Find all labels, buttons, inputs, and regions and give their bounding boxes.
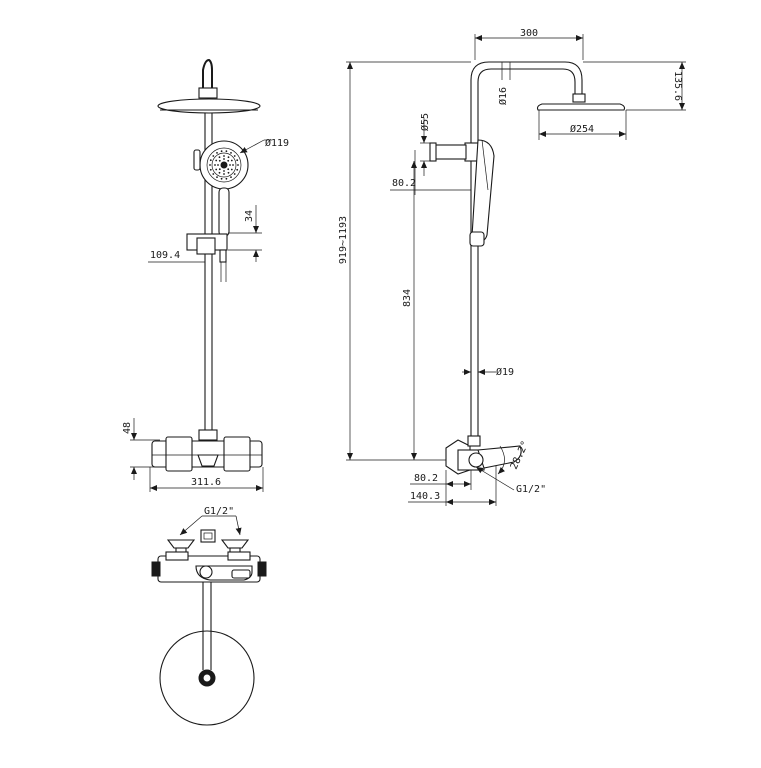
label-valve-width: 311.6 <box>191 477 221 488</box>
label-holder-height: 34 <box>244 210 255 222</box>
nozzle-dot <box>215 168 218 171</box>
top-view: G1/2" <box>151 506 267 726</box>
nozzle-dot <box>229 164 231 166</box>
nozzle-dot <box>225 177 228 180</box>
dim-valve-width: 311.6 <box>149 467 264 492</box>
hand-shower-head <box>193 140 249 237</box>
dim-head-height: 135.6 <box>583 61 686 111</box>
dim-holder-height: 34 <box>228 205 262 262</box>
nozzle-dot <box>225 150 228 153</box>
nozzle-dot <box>223 170 225 172</box>
nozzle-dot <box>237 164 239 166</box>
label-pipe-top-dia: Ø16 <box>497 87 509 105</box>
nozzle-dot <box>209 159 212 162</box>
side-view: 300 135.6 Ø16 Ø254 Ø55 <box>338 28 686 506</box>
nozzle-dot <box>209 168 212 171</box>
label-arm-length: 300 <box>520 28 538 39</box>
nozzle-dot <box>232 164 234 166</box>
nozzle-dot <box>227 156 230 159</box>
dim-total-height: 919~1193 <box>338 61 471 461</box>
nozzle-dot <box>218 156 221 159</box>
dim-hand-shower-dia: Ø119 <box>239 137 289 154</box>
nozzle-dot <box>220 177 223 180</box>
nozzle-dot <box>236 159 239 162</box>
label-head-dia: Ø254 <box>570 123 594 135</box>
dim-pipe-dia: Ø19 <box>462 366 514 378</box>
nozzle-dot <box>227 168 230 171</box>
dim-side-inlet: G1/2" <box>475 466 546 495</box>
label-knob-dia: Ø55 <box>419 113 431 131</box>
nozzle-dot <box>223 173 225 175</box>
label-front-holder-offset: 109.4 <box>150 250 180 261</box>
nozzle-dot <box>233 155 236 157</box>
nozzle-dot <box>223 155 225 157</box>
dim-knob-dia: Ø55 <box>419 113 436 176</box>
dim-head-dia: Ø254 <box>538 110 627 140</box>
nozzle-dot <box>214 164 216 166</box>
label-hand-shower-dia: Ø119 <box>265 137 289 149</box>
dim-top-inlet: G1/2" <box>179 506 242 536</box>
nozzle-dot <box>227 159 230 162</box>
dim-spout-reach: 140.3 <box>408 466 497 506</box>
nozzle-dot <box>230 152 232 154</box>
label-top-inlet: G1/2" <box>204 506 234 517</box>
side-valve <box>445 435 522 475</box>
nozzle-dot <box>212 173 215 175</box>
side-hand-shower <box>429 139 495 247</box>
nozzle-dot <box>209 164 211 166</box>
dim-pipe-top-dia: Ø16 <box>497 62 511 105</box>
nozzle-dot <box>227 171 230 174</box>
dim-valve-height: 48 <box>122 418 160 480</box>
label-rail-height: 834 <box>402 289 413 307</box>
nozzle-dot <box>215 159 218 162</box>
front-valve <box>151 429 263 472</box>
label-side-holder-offset: 80.2 <box>392 178 416 189</box>
nozzle-dot <box>216 176 218 179</box>
label-spout-reach: 140.3 <box>410 491 440 502</box>
label-valve-offset: 80.2 <box>414 473 438 484</box>
nozzle-dot <box>217 164 219 166</box>
label-pipe-dia: Ø19 <box>496 366 514 378</box>
label-valve-height: 48 <box>122 422 133 434</box>
nozzle-dot <box>220 150 223 153</box>
label-side-inlet: G1/2" <box>516 484 546 495</box>
dim-front-holder-offset: 109.4 <box>148 250 206 266</box>
nozzle-dot <box>236 168 239 171</box>
nozzle-dot <box>218 171 221 174</box>
nozzle-dot <box>212 155 215 157</box>
label-total-height: 919~1193 <box>338 216 349 264</box>
front-view: Ø119 34 109.4 48 311.6 <box>122 58 289 492</box>
nozzle-dot <box>233 173 236 175</box>
nozzle-dot <box>230 159 233 162</box>
nozzle-dot <box>223 158 225 160</box>
dim-arm-length: 300 <box>474 28 584 60</box>
nozzle-dot <box>230 168 233 171</box>
dim-rail-height: 834 <box>402 161 417 460</box>
nozzle-dot <box>216 152 218 154</box>
nozzle-dot <box>218 168 221 171</box>
nozzle-dot <box>230 176 232 179</box>
label-head-height: 135.6 <box>672 71 683 101</box>
nozzle-dot <box>218 159 221 162</box>
